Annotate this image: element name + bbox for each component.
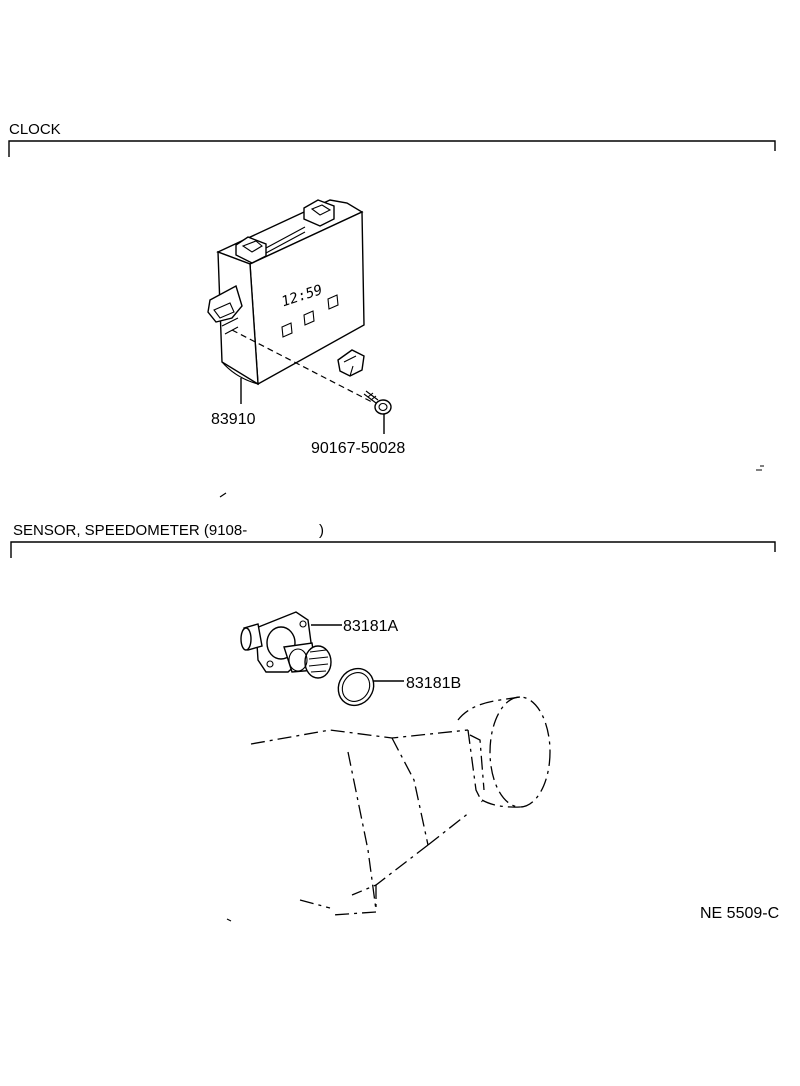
clock-section-title: CLOCK: [9, 121, 61, 138]
clock-section-bracket: [8, 140, 776, 157]
part-number-90167-50028: 90167-50028: [311, 440, 405, 457]
transmission-housing-phantom: [250, 696, 551, 916]
sensor-section-title: SENSOR, SPEEDOMETER (9108-: [13, 522, 247, 539]
part-number-83910: 83910: [211, 411, 256, 428]
part-number-83181B: 83181B: [406, 675, 461, 692]
screw-drawing: [363, 390, 392, 415]
sensor-drive-gear: [304, 645, 332, 679]
clock-button-2: [303, 310, 315, 326]
figure-code: NE 5509-C: [700, 905, 779, 922]
sensor-section-bracket: [10, 541, 776, 558]
clock-button-1: [281, 322, 293, 338]
clock-bracket: [337, 349, 365, 377]
clock-button-3: [327, 294, 339, 310]
clock-unit-drawing: 12:59: [207, 199, 365, 386]
part-number-83181A: 83181A: [343, 618, 398, 635]
sensor-section: SENSOR, SPEEDOMETER (9108- ): [10, 465, 776, 922]
clock-section: CLOCK 12:59: [8, 121, 776, 457]
speedometer-sensor-drawing: [240, 611, 332, 679]
o-ring-drawing: [337, 667, 375, 707]
sensor-section-title-close: ): [319, 522, 324, 539]
installation-line: [231, 329, 373, 403]
mounting-clip-right: [303, 199, 335, 227]
